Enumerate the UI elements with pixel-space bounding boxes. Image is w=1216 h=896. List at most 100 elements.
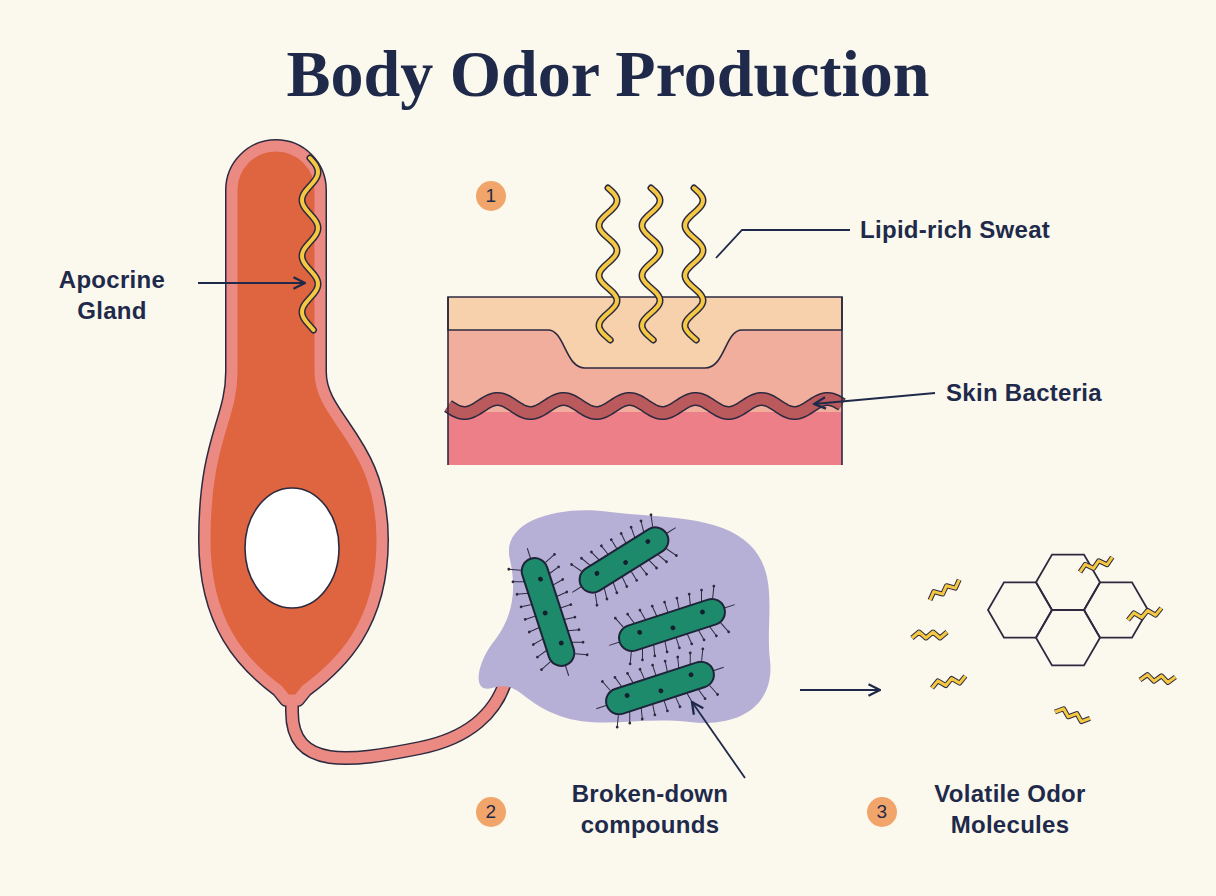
odor-wisp [1140, 674, 1175, 683]
pilus-tip [635, 578, 639, 582]
pilus-tip [715, 634, 719, 638]
odor-wisp [912, 632, 947, 638]
pilus [621, 577, 628, 587]
pilus [521, 603, 532, 608]
pilus-tip [628, 662, 632, 666]
pilus [698, 649, 706, 661]
pilus [640, 669, 645, 680]
bacterium-body [603, 658, 718, 717]
pilus [676, 637, 679, 647]
pilus [651, 645, 657, 656]
bacterium-dot [594, 570, 601, 577]
bacteria [503, 506, 742, 733]
pilus [667, 546, 677, 558]
callout-circle [867, 797, 897, 827]
bacteria-band-outline [448, 399, 842, 413]
odor-wisps [912, 557, 1175, 724]
pilus [509, 566, 521, 574]
sweat-strands [599, 188, 703, 340]
part-label: Lipid-rich Sweat [860, 214, 1050, 245]
odor-wisp [1055, 706, 1090, 724]
pilus-tip [614, 616, 618, 620]
pilus [639, 708, 645, 719]
sweat-strand [302, 158, 318, 330]
odor-wisp-outline [1078, 557, 1113, 572]
pilus-tip [727, 630, 731, 634]
pilus-tip [601, 680, 605, 684]
gland-duct [292, 680, 506, 758]
pilus [664, 641, 669, 652]
pilus [627, 652, 635, 664]
leader-line [814, 393, 935, 404]
molecule-ring [1084, 582, 1148, 637]
sweat-outline [685, 188, 703, 340]
bacterium-dot [688, 672, 694, 678]
pilus-tip [665, 650, 669, 654]
pilus [676, 598, 681, 609]
pilus [572, 562, 582, 574]
pilus-tip [678, 705, 682, 709]
gland-outline [205, 146, 382, 700]
pilus-tip [628, 721, 632, 725]
part-label: Apocrine Gland [47, 264, 177, 326]
pilus-tip [507, 567, 511, 571]
pilus-tip [701, 647, 705, 651]
pilus-tip [553, 553, 557, 557]
pilus-tip [595, 603, 599, 607]
lower-dermis [448, 412, 842, 465]
pilus-tip [626, 612, 630, 616]
leader-line [692, 702, 745, 778]
pilus-tip [613, 676, 617, 680]
pilus-tip [690, 642, 694, 646]
pilus [611, 540, 617, 549]
pilus [664, 661, 669, 672]
sweat-outline [642, 188, 660, 340]
bacteria-cluster [479, 510, 771, 723]
pilus-tip [641, 658, 645, 662]
pilus [666, 528, 675, 534]
nucleus [245, 488, 339, 608]
bacterium [503, 540, 593, 683]
pilus [614, 715, 622, 727]
pilus-tip [703, 697, 707, 701]
pilus-tip [676, 655, 680, 659]
pilus-tip [561, 578, 565, 582]
leader-line [716, 230, 850, 258]
pilus [651, 704, 656, 715]
pilus-tip [619, 532, 623, 536]
pilus [564, 616, 575, 621]
pilus [568, 627, 579, 633]
pilus [709, 586, 717, 598]
pilus-tip [577, 628, 581, 632]
callout-number: 1 [476, 182, 506, 210]
odor-wisp-outline [1140, 674, 1175, 683]
pilus-tip [625, 585, 629, 589]
odor-wisp [1078, 557, 1113, 572]
pilus [713, 667, 723, 670]
pilus [675, 657, 681, 668]
bacterium-body [518, 555, 577, 670]
bacterium [588, 643, 731, 733]
callout-circle [476, 181, 506, 211]
sweat-outline [599, 188, 617, 340]
pilus [724, 605, 734, 608]
pilus-tip [702, 638, 706, 642]
odor-wisp-outline [1055, 706, 1090, 724]
sweat-strand [685, 188, 703, 340]
pilus-tip [639, 519, 643, 523]
pilus [525, 616, 535, 619]
pilus [556, 592, 567, 597]
pilus-tip [615, 725, 619, 729]
pilus-tip [511, 580, 515, 584]
pilus-tip [626, 672, 630, 676]
pilus-tip [580, 556, 584, 560]
pilus [529, 627, 540, 632]
duct-outline [292, 680, 506, 758]
pilus-tip [655, 566, 659, 570]
bacterium-dot [622, 559, 629, 566]
pilus-tip [663, 659, 667, 663]
bacterium-dot [699, 609, 705, 615]
pilus [652, 606, 657, 617]
